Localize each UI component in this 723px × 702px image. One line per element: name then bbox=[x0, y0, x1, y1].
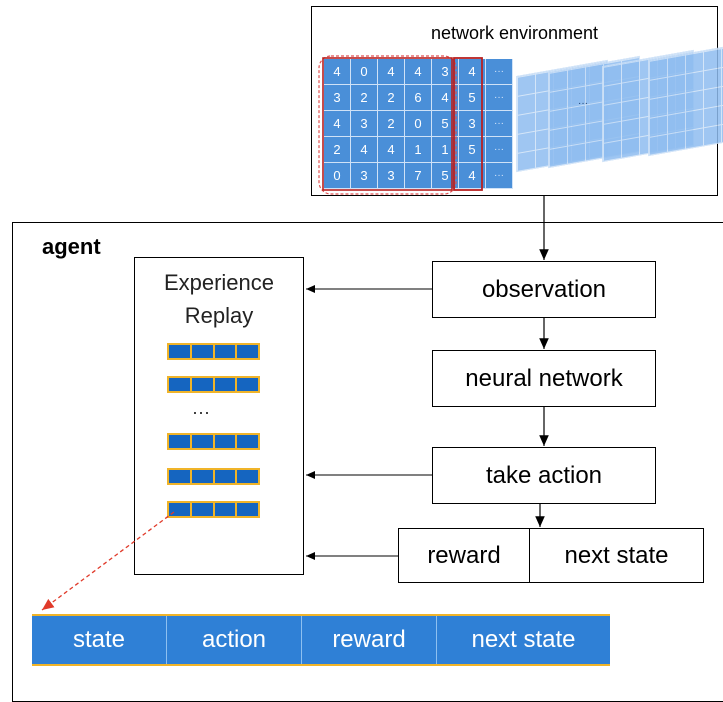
matrix-cell: 2 bbox=[378, 85, 405, 111]
matrix-cell: 3 bbox=[324, 85, 351, 111]
replay-memory-entry bbox=[167, 468, 260, 485]
matrix-cell: 0 bbox=[405, 111, 432, 137]
history-columns-highlight bbox=[322, 57, 453, 191]
matrix-cell: 2 bbox=[378, 111, 405, 137]
matrix-cell: 4 bbox=[351, 137, 378, 163]
matrix-cell: ··· bbox=[486, 163, 513, 189]
experience-replay-title: Experience bbox=[163, 270, 275, 295]
observation-box: observation bbox=[432, 261, 656, 318]
transition-field-next-state: next state bbox=[471, 626, 576, 653]
matrix-cell: 3 bbox=[378, 163, 405, 189]
next-state-box: next state bbox=[529, 528, 704, 583]
neural-network-box: neural network bbox=[432, 350, 656, 407]
matrix-cell: ··· bbox=[486, 85, 513, 111]
matrix-cell: 4 bbox=[378, 137, 405, 163]
matrix-cell: 6 bbox=[405, 85, 432, 111]
matrix-cell: 4 bbox=[405, 59, 432, 85]
transition-field-action: action bbox=[167, 616, 302, 664]
transition-field-reward: reward bbox=[302, 616, 437, 664]
take-action-box: take action bbox=[432, 447, 656, 504]
matrix-cell: 0 bbox=[351, 59, 378, 85]
matrix-cell: ··· bbox=[486, 137, 513, 163]
history-window-highlight bbox=[318, 55, 457, 195]
transition-record-bar: state action reward next state bbox=[32, 614, 610, 666]
transition-field-state: state bbox=[32, 616, 167, 664]
matrix-stack-ellipsis: ··· bbox=[578, 98, 588, 109]
matrix-cell: 4 bbox=[324, 111, 351, 137]
matrix-cell: 2 bbox=[351, 85, 378, 111]
matrix-cell: 7 bbox=[405, 163, 432, 189]
reward-box: reward bbox=[398, 528, 530, 583]
replay-memory-entry-sampled bbox=[167, 501, 260, 518]
matrix-cell: 2 bbox=[324, 137, 351, 163]
matrix-cell: 3 bbox=[351, 111, 378, 137]
experience-replay-title-line2: Replay bbox=[184, 303, 254, 328]
replay-memory-entry bbox=[167, 343, 260, 360]
replay-ellipsis: ··· bbox=[192, 402, 210, 422]
matrix-cell: 4 bbox=[324, 59, 351, 85]
matrix-cell: 4 bbox=[378, 59, 405, 85]
matrix-cell: ··· bbox=[486, 59, 513, 85]
replay-memory-entry bbox=[167, 376, 260, 393]
matrix-cell: 3 bbox=[351, 163, 378, 189]
current-column-highlight bbox=[453, 57, 483, 191]
matrix-cell: 1 bbox=[405, 137, 432, 163]
replay-memory-entry bbox=[167, 433, 260, 450]
matrix-cell: 0 bbox=[324, 163, 351, 189]
experience-replay-box bbox=[134, 257, 304, 575]
environment-title: network environment bbox=[430, 23, 599, 43]
agent-label: agent bbox=[42, 234, 101, 259]
sample-to-transition-arrow bbox=[41, 511, 175, 611]
matrix-cell: ··· bbox=[486, 111, 513, 137]
